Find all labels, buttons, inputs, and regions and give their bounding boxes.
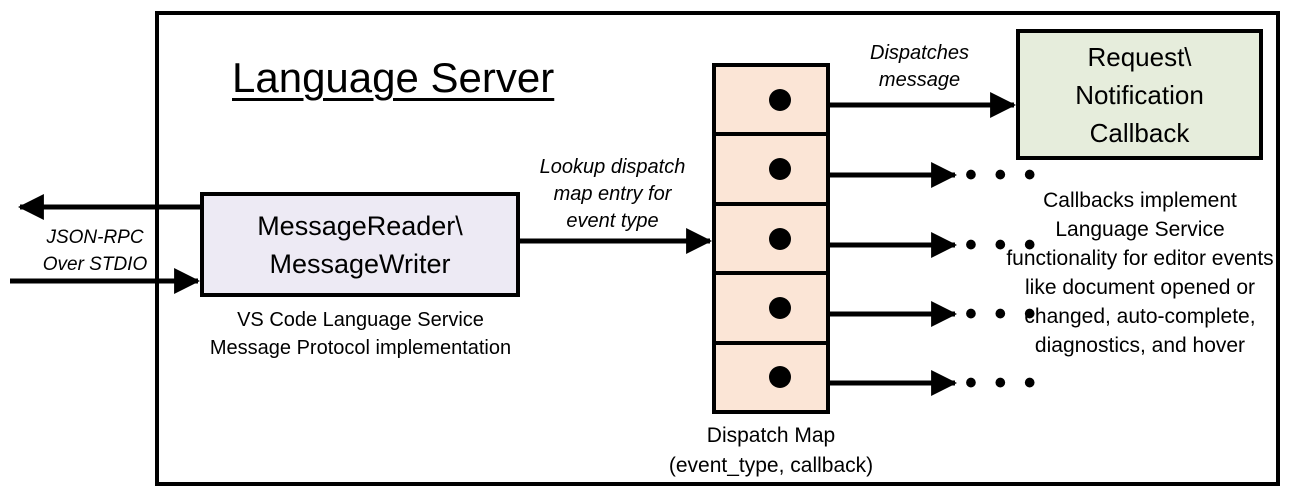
- request-notification-callback-box[interactable]: Request\ Notification Callback: [1016, 29, 1263, 160]
- dot-icon: [769, 88, 791, 111]
- ellipsis-row-2: • • •: [965, 156, 1040, 194]
- dispatch-map-table[interactable]: [712, 63, 830, 414]
- message-reader-writer-caption: VS Code Language Service Message Protoco…: [209, 309, 512, 359]
- dispatches-message-label: Dispatches message: [870, 42, 969, 91]
- message-reader-writer-box[interactable]: MessageReader\ MessageWriter: [200, 192, 520, 297]
- callbacks-description: Callbacks implement Language Service fun…: [1006, 189, 1274, 357]
- message-reader-writer-label: MessageReader\ MessageWriter: [257, 210, 463, 279]
- page-title: Language Server: [232, 54, 555, 101]
- dispatch-map-entry-1[interactable]: [716, 67, 826, 137]
- ellipsis-row-5: • • •: [965, 364, 1040, 402]
- jsonrpc-over-stdio-label: JSON-RPC Over STDIO: [42, 227, 148, 275]
- ellipsis-row-4: • • •: [965, 295, 1040, 333]
- dot-icon: [769, 158, 791, 181]
- dispatch-map-entry-3[interactable]: [716, 206, 826, 276]
- dispatch-map-entry-4[interactable]: [716, 275, 826, 345]
- dot-icon: [769, 296, 791, 319]
- dot-icon: [769, 227, 791, 250]
- request-notification-callback-label: Request\ Notification Callback: [1075, 41, 1204, 148]
- dispatch-map-entry-2[interactable]: [716, 136, 826, 206]
- dispatch-map-entry-5[interactable]: [716, 345, 826, 410]
- lookup-dispatch-map-label: Lookup dispatch map entry for event type: [539, 156, 686, 232]
- language-server-boundary: [155, 11, 1280, 486]
- dispatch-map-caption: Dispatch Map (event_type, callback): [668, 424, 874, 477]
- ellipsis-row-3: • • •: [965, 226, 1040, 264]
- dot-icon: [769, 366, 791, 389]
